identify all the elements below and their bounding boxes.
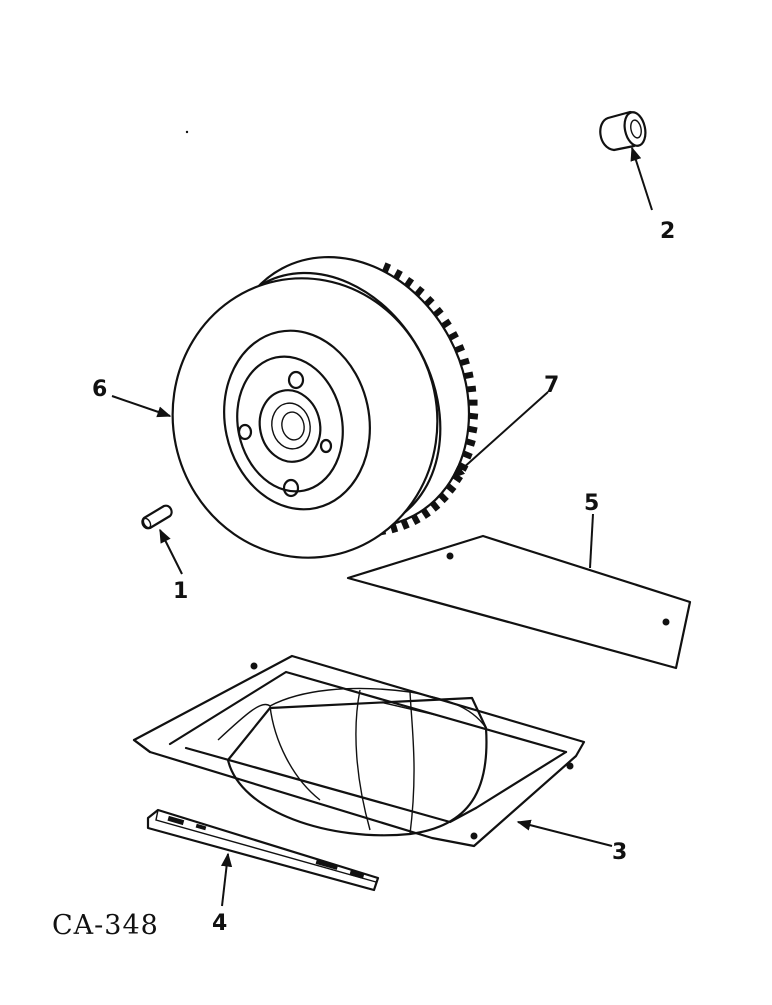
leader-lines xyxy=(111,146,653,907)
part-cover-plate xyxy=(346,534,692,670)
part-strip-bar xyxy=(146,808,380,892)
gear-tooth xyxy=(414,285,425,297)
gear-tooth xyxy=(463,371,474,380)
part-flywheel xyxy=(171,256,479,559)
callout-2: 2 xyxy=(660,219,675,244)
drawing-code: CA-348 xyxy=(52,910,159,941)
gear-tooth xyxy=(468,399,478,406)
callout-1: 1 xyxy=(173,579,188,604)
callout-5: 5 xyxy=(584,491,599,516)
gear-tooth xyxy=(448,331,459,341)
gear-tooth xyxy=(465,438,476,447)
callout-6: 6 xyxy=(92,377,107,402)
gear-tooth xyxy=(440,318,452,329)
gear-tooth xyxy=(459,357,470,367)
part-bushing xyxy=(599,110,647,152)
callout-3: 3 xyxy=(612,840,627,865)
gear-tooth xyxy=(429,500,441,512)
gear-tooth xyxy=(454,344,465,354)
gear-tooth xyxy=(423,295,435,307)
speck-dot xyxy=(185,130,189,134)
gear-tooth xyxy=(411,514,421,525)
callout-4: 4 xyxy=(212,911,227,936)
gear-tooth xyxy=(420,508,431,519)
gear-tooth xyxy=(462,450,473,460)
gear-tooth xyxy=(467,425,478,434)
gear-tooth xyxy=(393,269,403,280)
part-dowel-pin xyxy=(141,504,173,530)
gear-tooth xyxy=(466,385,477,393)
gear-tooth xyxy=(400,519,410,530)
gear-tooth xyxy=(438,492,449,504)
part-flywheel-housing xyxy=(132,654,586,848)
gear-tooth xyxy=(468,412,479,420)
gear-tooth xyxy=(404,276,415,288)
callout-7: 7 xyxy=(544,373,559,398)
gear-tooth xyxy=(382,262,392,274)
gear-tooth xyxy=(432,306,444,318)
gear-tooth xyxy=(445,483,457,494)
